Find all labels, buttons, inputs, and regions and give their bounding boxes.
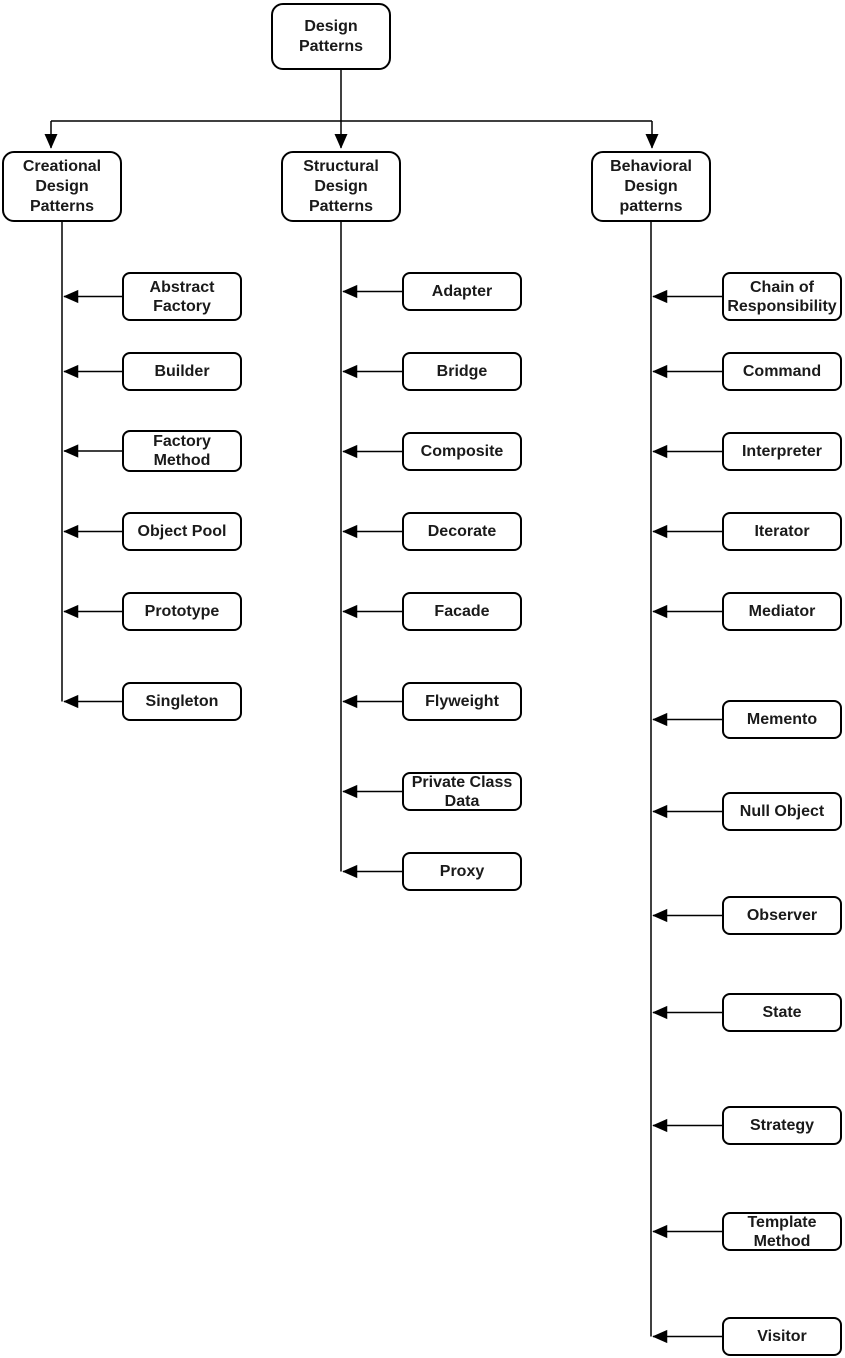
node-label: Factory Method — [153, 433, 211, 469]
node-label: Iterator — [754, 523, 810, 540]
node-label: Design Patterns — [298, 17, 364, 55]
node-proxy[interactable]: Proxy — [402, 852, 522, 891]
node-decorate[interactable]: Decorate — [402, 512, 522, 551]
node-label: Command — [742, 363, 822, 380]
node-label: Facade — [434, 603, 490, 620]
node-creational-design-patterns[interactable]: Creational Design Patterns — [2, 151, 122, 222]
node-label: Visitor — [757, 1328, 807, 1345]
node-label: Bridge — [436, 363, 488, 380]
node-abstract-factory[interactable]: Abstract Factory — [122, 272, 242, 321]
node-label: Mediator — [748, 603, 816, 620]
node-label: Decorate — [427, 523, 497, 540]
node-bridge[interactable]: Bridge — [402, 352, 522, 391]
node-visitor[interactable]: Visitor — [722, 1317, 842, 1356]
node-label: Object Pool — [137, 523, 227, 540]
node-memento[interactable]: Memento — [722, 700, 842, 739]
node-object-pool[interactable]: Object Pool — [122, 512, 242, 551]
node-design-patterns[interactable]: Design Patterns — [271, 3, 391, 70]
node-label: Composite — [420, 443, 504, 460]
node-adapter[interactable]: Adapter — [402, 272, 522, 311]
node-label: Interpreter — [741, 443, 823, 460]
node-strategy[interactable]: Strategy — [722, 1106, 842, 1145]
node-template-method[interactable]: Template Method — [722, 1212, 842, 1251]
node-label: Singleton — [145, 693, 219, 710]
node-facade[interactable]: Facade — [402, 592, 522, 631]
node-label: State — [762, 1004, 802, 1021]
node-composite[interactable]: Composite — [402, 432, 522, 471]
node-label: Null Object — [739, 803, 825, 820]
node-label: Private Class Data — [411, 773, 513, 810]
node-label: Proxy — [439, 863, 485, 880]
node-builder[interactable]: Builder — [122, 352, 242, 391]
node-state[interactable]: State — [722, 993, 842, 1032]
node-label: Strategy — [749, 1117, 815, 1134]
node-label: Abstract Factory — [149, 278, 215, 315]
node-chain-of-responsibility[interactable]: Chain of Responsibility — [722, 272, 842, 321]
node-label: Memento — [746, 711, 818, 728]
node-singleton[interactable]: Singleton — [122, 682, 242, 721]
node-interpreter[interactable]: Interpreter — [722, 432, 842, 471]
node-mediator[interactable]: Mediator — [722, 592, 842, 631]
node-label: Behavioral Design patterns — [610, 157, 692, 215]
node-flyweight[interactable]: Flyweight — [402, 682, 522, 721]
node-label: Prototype — [144, 603, 220, 620]
node-null-object[interactable]: Null Object — [722, 792, 842, 831]
node-label: Structural Design Patterns — [303, 157, 379, 215]
node-label: Flyweight — [425, 693, 499, 710]
node-prototype[interactable]: Prototype — [122, 592, 242, 631]
node-label: Builder — [154, 363, 210, 380]
node-label: Creational Design Patterns — [22, 157, 102, 215]
node-label: Template Method — [747, 1213, 817, 1250]
node-structural-design-patterns[interactable]: Structural Design Patterns — [281, 151, 401, 222]
node-private-class-data[interactable]: Private Class Data — [402, 772, 522, 811]
node-iterator[interactable]: Iterator — [722, 512, 842, 551]
node-label: Chain of Responsibility — [727, 278, 837, 315]
node-observer[interactable]: Observer — [722, 896, 842, 935]
node-command[interactable]: Command — [722, 352, 842, 391]
node-factory-method[interactable]: Factory Method — [122, 430, 242, 472]
node-label: Observer — [746, 907, 818, 924]
node-behavioral-design-patterns[interactable]: Behavioral Design patterns — [591, 151, 711, 222]
node-label: Adapter — [431, 283, 493, 300]
